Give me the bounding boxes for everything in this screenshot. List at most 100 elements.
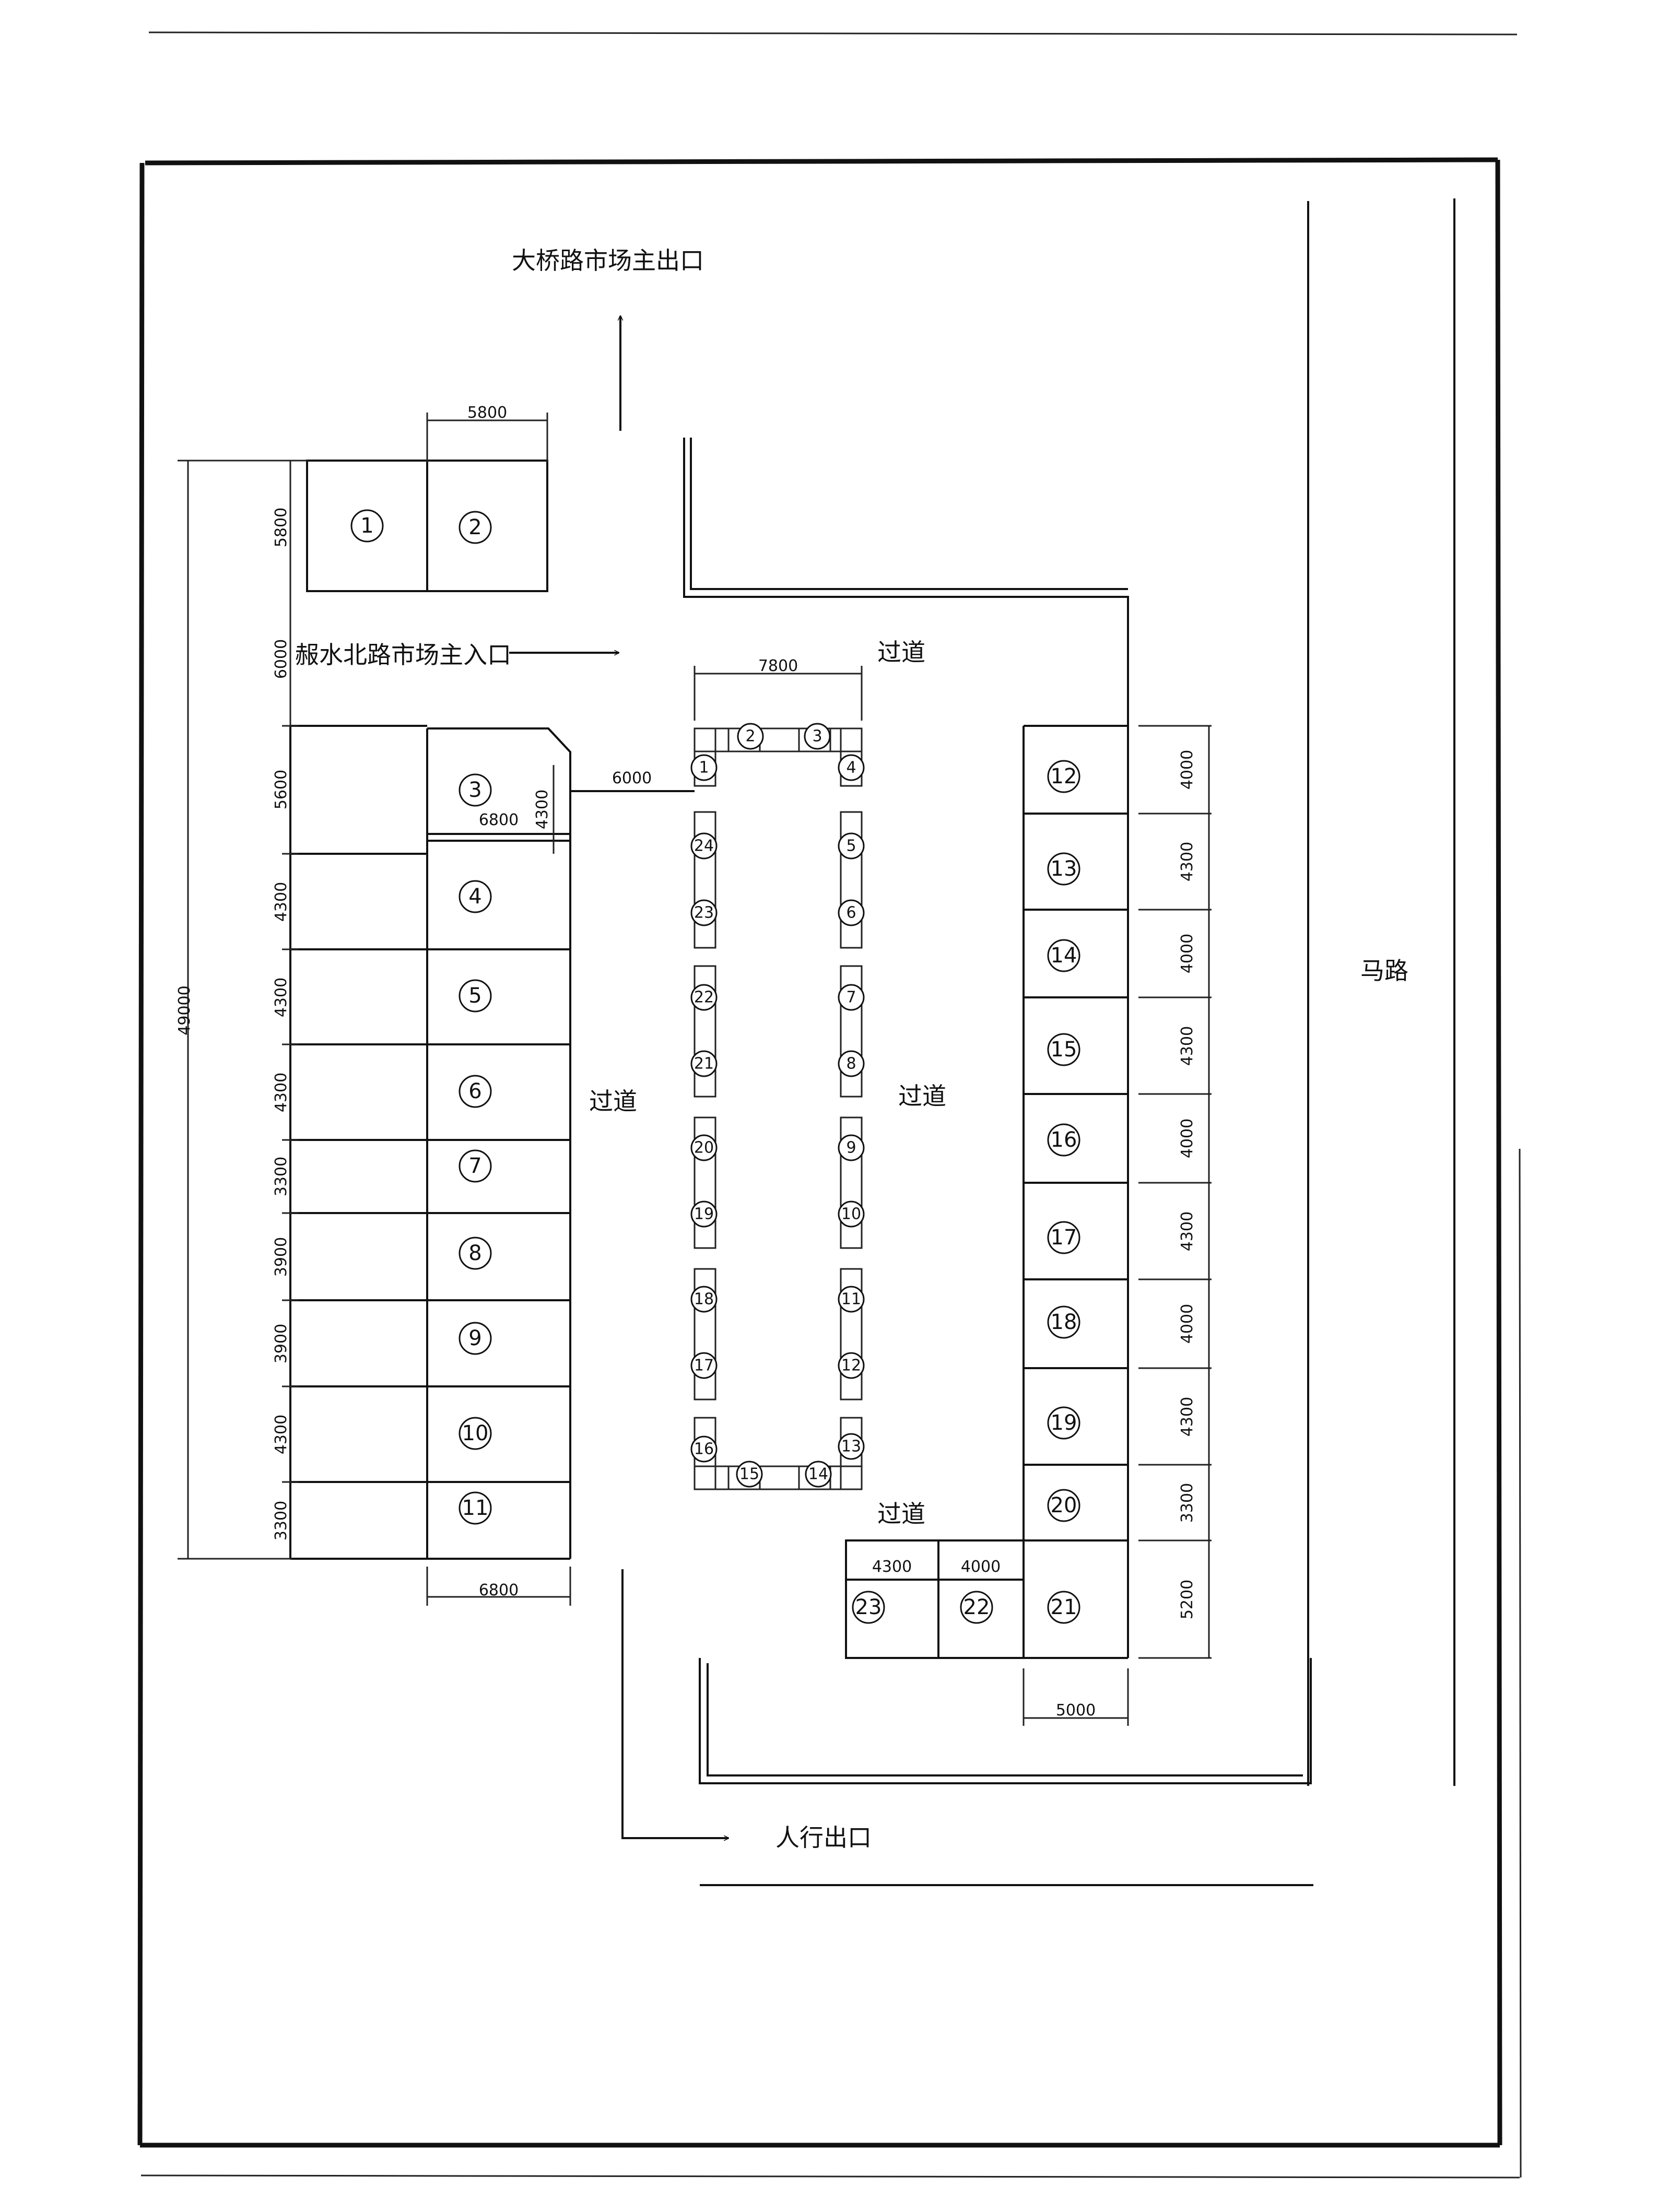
stall-right-19-circle [1047, 1406, 1080, 1440]
center-right-4: 4 [846, 759, 856, 777]
left-height-0: 5800 [272, 508, 290, 547]
stall-right-12: 12 [1051, 764, 1077, 789]
dim-connector: 6000 [612, 769, 652, 787]
center-right-5: 5 [846, 837, 856, 855]
stall-right-17: 17 [1051, 1226, 1077, 1250]
left-height-1: 6000 [272, 639, 290, 679]
right-height-0: 4000 [1178, 750, 1196, 790]
center-left-21-circle [690, 1050, 718, 1077]
center-right-8-circle [838, 1050, 865, 1077]
center-right-11: 11 [841, 1290, 861, 1309]
aisle-label-left: 过道 [589, 1087, 637, 1115]
stall-top-2: 2 [468, 515, 481, 539]
center-right-12: 12 [841, 1357, 861, 1375]
dim-bottom-left-width: 4300 [872, 1558, 912, 1576]
dim-center-width: 7800 [758, 657, 798, 675]
dim-bottom-mid-width: 4000 [961, 1558, 1001, 1576]
text-labels: 大桥路市场主出口 赧水北路市场主入口 人行出口 马路 过道 过道 过道 过道 [295, 246, 1408, 1852]
center-left-24: 24 [694, 837, 714, 855]
center-left-20: 20 [694, 1139, 714, 1157]
right-height-1: 4300 [1178, 842, 1196, 881]
left-height-8: 3900 [272, 1324, 290, 1363]
flow-arrows [509, 316, 728, 1838]
center-right-12-circle [838, 1352, 865, 1379]
center-right-4-circle [838, 754, 865, 781]
stall-right-13: 13 [1051, 857, 1077, 881]
generated-elements: 5800600056004300430043003300390039004300… [272, 508, 1212, 1624]
right-height-8: 3300 [1178, 1483, 1196, 1523]
main-exit-label: 大桥路市场主出口 [512, 246, 704, 275]
left-height-3: 4300 [272, 882, 290, 922]
stall-right-15-circle [1047, 1033, 1080, 1066]
stall-left-7: 7 [468, 1154, 481, 1178]
stall-right-20-circle [1047, 1489, 1080, 1522]
dim-top-width: 5800 [467, 404, 507, 422]
stall-right-18: 18 [1051, 1310, 1077, 1334]
stall-right-15: 15 [1051, 1038, 1077, 1062]
center-left-18: 18 [694, 1290, 714, 1309]
center-left-22-circle [690, 984, 718, 1011]
left-height-5: 4300 [272, 1073, 290, 1112]
stall-right-14: 14 [1051, 944, 1077, 968]
stall-right-21: 21 [1051, 1595, 1077, 1619]
stall-left-3: 3 [468, 778, 481, 802]
stall-right-14-circle [1047, 939, 1080, 972]
stall-right-17-circle [1047, 1221, 1080, 1254]
stall-left-4-circle [459, 880, 492, 913]
right-column [1023, 725, 1129, 1659]
right-height-3: 4300 [1178, 1026, 1196, 1066]
dim-bottom-width: 5000 [1056, 1701, 1096, 1720]
stall-left-8-circle [459, 1237, 492, 1270]
center-right-7: 7 [846, 989, 856, 1007]
pedestrian-exit-arrow [621, 1569, 728, 1838]
aisle-label-bottom: 过道 [877, 1500, 925, 1528]
main-entrance-label: 赧水北路市场主入口 [295, 641, 511, 669]
stall-bottom-23-circle [852, 1591, 885, 1624]
center-left-17: 17 [694, 1357, 714, 1375]
dim-total-height: 49000 [175, 985, 194, 1035]
dim-left-width: 6800 [479, 811, 519, 829]
stall-top-2-circle [459, 511, 492, 544]
center-left-19: 19 [694, 1205, 714, 1223]
stall-bottom-22: 22 [963, 1595, 990, 1619]
stall-right-13-circle [1047, 852, 1080, 886]
center-right-9-circle [838, 1134, 865, 1161]
stall-left-9: 9 [468, 1326, 481, 1350]
center-top-2-circle [737, 723, 764, 750]
left-height-4: 4300 [272, 978, 290, 1017]
stall-left-11-circle [459, 1491, 492, 1525]
center-right-10-circle [838, 1201, 865, 1228]
right-height-4: 4000 [1178, 1119, 1196, 1158]
center-left-24-circle [690, 832, 718, 860]
center-left-17-circle [690, 1352, 718, 1379]
right-height-6: 4000 [1178, 1304, 1196, 1344]
stall-left-11: 11 [462, 1496, 489, 1520]
center-right-13-circle [838, 1433, 865, 1460]
aisle-label-center: 过道 [898, 1082, 946, 1110]
stall-left-9-circle [459, 1322, 492, 1355]
center-left-21: 21 [694, 1055, 714, 1073]
stall-right-19: 19 [1051, 1411, 1077, 1435]
center-left-19-circle [690, 1201, 718, 1228]
center-right-11-circle [838, 1286, 865, 1313]
stall-right-18-circle [1047, 1305, 1080, 1339]
center-left-18-circle [690, 1286, 718, 1313]
stall-left-6: 6 [468, 1079, 481, 1103]
center-right-7-circle [838, 984, 865, 1011]
right-height-9: 5200 [1178, 1580, 1196, 1619]
stall-right-16-circle [1047, 1123, 1080, 1157]
center-left-1-circle [690, 754, 718, 781]
center-right-6: 6 [846, 904, 856, 922]
stall-right-21-circle [1047, 1591, 1080, 1624]
stall-right-20: 20 [1051, 1493, 1077, 1517]
dimension-texts: 49000 5800 6800 6800 6000 4300 7800 5000… [175, 404, 1096, 1720]
left-height-6: 3300 [272, 1157, 290, 1196]
center-left-23: 23 [694, 904, 714, 922]
stall-left-6-circle [459, 1075, 492, 1108]
left-column [289, 725, 695, 1560]
stall-left-10-circle [459, 1417, 492, 1450]
left-height-10: 3300 [272, 1501, 290, 1540]
center-left-22: 22 [694, 989, 714, 1007]
stall-left-4: 4 [468, 885, 481, 909]
center-right-10: 10 [841, 1205, 861, 1223]
